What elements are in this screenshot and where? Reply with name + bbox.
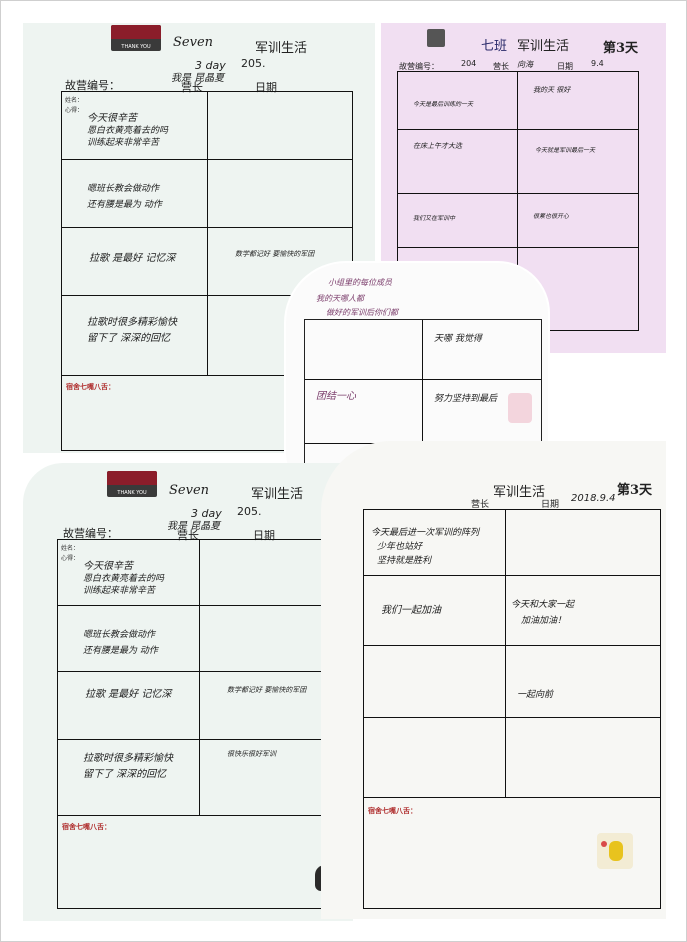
file-no-value: 204 (461, 59, 477, 68)
handwriting-line: 天哪 我觉得 (434, 334, 482, 344)
handwriting-line: 留下了 深深的回忆 (87, 333, 171, 344)
handwriting-line: 很累也很开心 (533, 213, 570, 220)
sheet-top-left: THANK YOU Seven 军训生活 3 day 205. 故营编号： 我是… (23, 23, 375, 453)
page-mark: 205. (241, 57, 266, 70)
cell-mood-label: 心得： (65, 107, 84, 114)
dorm-label: 宿舍七嘴八舌： (368, 807, 417, 815)
note-line: 我的天哪人都 (316, 294, 364, 303)
handwriting-line: 恩白衣黄亮着去的吗 (87, 126, 169, 136)
day-label: 第3天 (617, 483, 653, 498)
handwriting-line: 今天是最后训练的一天 (413, 101, 474, 108)
records-table: 宿舍七嘴八舌： (363, 509, 661, 909)
handwriting-line: 我们一起加油 (381, 605, 441, 616)
leader-label: 营长 (471, 500, 490, 510)
leader-label: 营长 (493, 62, 509, 71)
day-label: 第3天 (603, 41, 639, 56)
sticker-image (508, 393, 532, 423)
day-note: 3 day (191, 507, 222, 520)
handwriting-line: 还有腰是最为 动作 (87, 200, 162, 210)
handwriting-line: 很快乐很好军训 (227, 750, 276, 758)
class-name: 七班 (481, 39, 508, 54)
handwriting-line: 坚持就是胜利 (377, 556, 432, 566)
file-no-label: 故营编号： (65, 79, 120, 92)
handwriting-line: 拉歌 是最好 记忆深 (85, 689, 172, 700)
sheet-title: 军训生活 (517, 39, 570, 54)
handwriting-line: 努力坚持到最后 (434, 394, 498, 404)
handwriting-line: 我的天 很好 (533, 86, 571, 94)
brand-seven: Seven (169, 483, 210, 498)
avatar-photo (427, 29, 445, 47)
handwriting-line: 今天很辛苦 (87, 113, 137, 124)
handwriting-line: 数学都记好 要愉快的军团 (235, 250, 315, 258)
leader-value: 我是 昆晶夏 (171, 73, 225, 84)
handwriting-line: 一起向前 (517, 690, 554, 700)
handwriting-line: 训练起来非常辛苦 (87, 138, 160, 148)
leader-label: 营长 (177, 529, 199, 542)
brand-seven: Seven (173, 35, 214, 50)
thank-you-logo: THANK YOU (111, 25, 161, 51)
handwriting-line: 嗯班长教会做动作 (83, 630, 156, 640)
handwriting-line: 恩白衣黄亮着去的吗 (83, 574, 165, 584)
date-label: 日期 (557, 62, 573, 71)
handwriting-line: 训练起来非常辛苦 (83, 586, 156, 596)
sheet-title: 军训生活 (493, 485, 546, 500)
handwriting-line: 拉歌时很多精彩愉快 (87, 317, 177, 328)
handwriting-line: 今天最后进一次军训的阵列 (371, 528, 480, 538)
cell-name-label: 姓名： (61, 545, 80, 552)
note-line: 做好的军训后你们都 (326, 308, 398, 317)
dorm-label: 宿舍七嘴八舌： (62, 823, 111, 831)
handwriting-line: 少年也站好 (377, 542, 423, 552)
handwriting-line: 今天就是军训最后一天 (535, 147, 596, 154)
date-label: 日期 (541, 500, 560, 510)
leader-value: 我是 昆晶夏 (167, 521, 221, 532)
sheet-bottom-left: THANK YOU Seven 军训生活 3 day 205. 故营编号： 我是… (23, 463, 353, 921)
handwriting-line: 拉歌 是最好 记忆深 (89, 253, 176, 264)
handwriting-line: 还有腰是最为 动作 (83, 646, 158, 656)
handwriting-line: 拉歌时很多精彩愉快 (83, 753, 173, 764)
sheet-bottom-right: 军训生活 第3天 营长 日期 2018.9.4 宿舍七嘴八舌： 今天最后进一次军… (321, 441, 666, 919)
cell-mood-label: 心得： (61, 555, 80, 562)
file-no-label: 故营编号： (399, 62, 439, 71)
handwriting-line: 数学都记好 要愉快的军团 (227, 686, 307, 694)
handwriting-line: 在床上午才大选 (413, 142, 462, 150)
leader-value: 向海 (517, 60, 533, 69)
dorm-label: 宿舍七嘴八舌： (66, 383, 115, 391)
date-value: 9.4 (591, 59, 604, 68)
day-note: 3 day (195, 59, 226, 72)
handwriting-line: 嗯班长教会做动作 (87, 184, 160, 194)
note-line: 小组里的每位成员 (328, 278, 392, 287)
file-no-label: 故营编号： (63, 527, 118, 540)
handwriting-line: 今天和大家一起 (511, 600, 575, 610)
handwriting-line: 加油加油！ (521, 616, 567, 626)
cartoon-sticker (597, 833, 633, 869)
cell-name-label: 姓名： (65, 97, 84, 104)
thank-you-logo: THANK YOU (107, 471, 157, 497)
date-value: 2018.9.4 (571, 493, 616, 504)
date-label: 日期 (253, 529, 275, 542)
leader-label: 营长 (181, 81, 203, 94)
sheet-title: 军训生活 (251, 487, 304, 502)
handwriting-line: 今天很辛苦 (83, 561, 133, 572)
handwriting-line: 留下了 深深的回忆 (83, 769, 167, 780)
handwriting-line: 团结一心 (316, 391, 356, 402)
sheet-title: 军训生活 (255, 41, 308, 56)
handwriting-line: 我们又在军训中 (413, 215, 456, 222)
page-mark: 205. (237, 505, 262, 518)
date-label: 日期 (255, 81, 277, 94)
